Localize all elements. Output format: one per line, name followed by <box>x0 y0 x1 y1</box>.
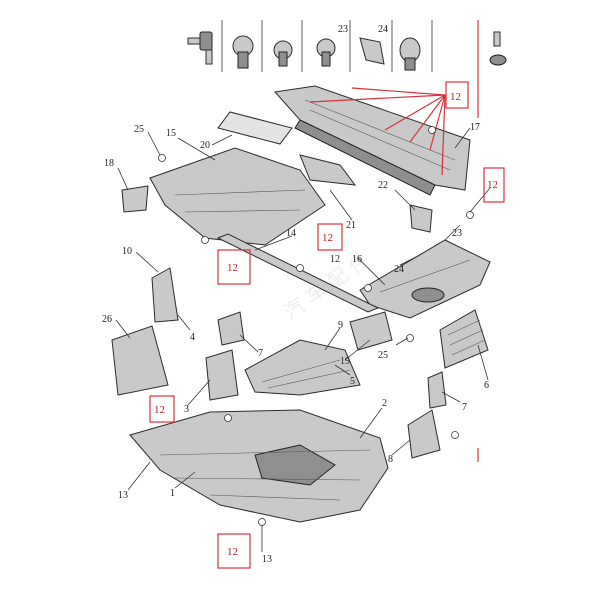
fastener-strip: 23 24 <box>187 20 507 118</box>
part-label-7-left: 7 <box>258 348 263 359</box>
panel-7-right <box>427 371 447 409</box>
callout-top-right: 12 <box>445 81 469 109</box>
callout-label: 12 <box>227 546 238 558</box>
bolt-fastener <box>187 31 213 65</box>
callout-label: 12 <box>322 232 333 244</box>
part-label-25-right: 25 <box>378 350 388 361</box>
part-label-22: 22 <box>378 180 388 191</box>
leader-lines <box>115 127 491 552</box>
main-undertray-1 <box>129 409 389 523</box>
fastener-label-24: 24 <box>378 24 388 35</box>
part-label-17: 17 <box>470 122 480 133</box>
panel-3 <box>205 349 239 401</box>
panel-8 <box>407 409 441 459</box>
rear-splash-panel <box>274 85 471 196</box>
bracket-21 <box>299 154 357 186</box>
callout-right-edge: 12 <box>483 167 505 203</box>
fastener-label-23: 23 <box>338 24 348 35</box>
part-label-26: 26 <box>102 314 112 325</box>
panel-26 <box>111 325 169 396</box>
part-label-8: 8 <box>388 454 393 465</box>
center-tunnel-cover <box>244 339 361 396</box>
callout-label: 12 <box>227 262 238 274</box>
callout-mid-right: 12 <box>317 223 343 251</box>
part-label-9: 9 <box>338 320 343 331</box>
part-label-1: 1 <box>170 488 175 499</box>
fastener-dots <box>158 126 474 526</box>
part-label-25-left: 25 <box>134 124 144 135</box>
part-label-19: 19 <box>340 356 350 367</box>
bracket-22 <box>409 204 433 233</box>
part-label-2: 2 <box>382 398 387 409</box>
callout-label: 12 <box>487 179 498 191</box>
part-label-10: 10 <box>122 246 132 257</box>
push-clip-fastener <box>232 35 254 69</box>
part-label-21: 21 <box>346 220 356 231</box>
part-label-24: 24 <box>394 264 404 275</box>
part-label-12-mid: 12 <box>330 254 340 265</box>
fastener-23: 23 <box>316 24 348 67</box>
part-label-7-right: 7 <box>462 402 467 413</box>
panel-4 <box>217 311 245 346</box>
screw-fastener <box>273 40 293 67</box>
part-label-16: 16 <box>352 254 362 265</box>
part-label-6: 6 <box>484 380 489 391</box>
rear-left-undertray <box>149 111 326 246</box>
callout-lower-left: 12 <box>149 395 175 423</box>
panel-19 <box>349 311 393 351</box>
mesh-panel-6 <box>439 309 489 369</box>
part-number-labels: 25 15 20 18 17 21 22 23 14 12 16 24 10 2… <box>102 122 489 565</box>
crossbar-14 <box>216 233 380 313</box>
part-label-23: 23 <box>452 228 462 239</box>
part-label-5: 5 <box>350 376 355 387</box>
rivet-clip-fastener <box>399 37 421 71</box>
callout-label: 12 <box>450 91 461 103</box>
part-label-3: 3 <box>184 404 189 415</box>
part-label-18: 18 <box>104 158 114 169</box>
partial-fastener <box>489 31 507 66</box>
part-label-13-left: 13 <box>118 490 128 501</box>
callout-arrows-top <box>309 87 446 176</box>
callout-label: 12 <box>154 404 165 416</box>
panel-10 <box>151 267 179 323</box>
part-label-20: 20 <box>200 140 210 151</box>
part-label-14: 14 <box>286 228 296 239</box>
fastener-24: 24 <box>359 24 388 65</box>
bracket-18 <box>121 185 149 213</box>
part-label-13-bottom: 13 <box>262 554 272 565</box>
callout-mid-left: 12 <box>217 249 251 285</box>
callout-bottom: 12 <box>217 533 251 569</box>
part-label-15: 15 <box>166 128 176 139</box>
part-label-4: 4 <box>190 332 195 343</box>
